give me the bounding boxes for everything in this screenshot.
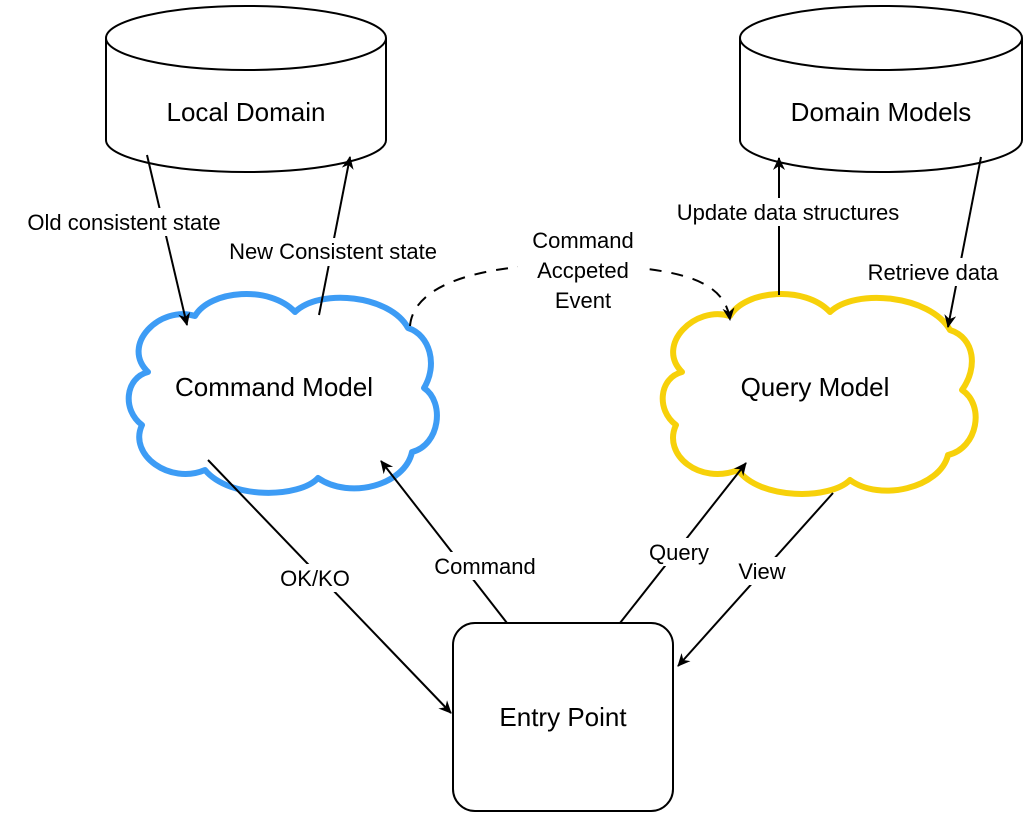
query-model-node[interactable]: Query Model [659,291,979,497]
local-domain-node[interactable]: Local Domain [105,5,387,173]
domain-models-node[interactable]: Domain Models [739,5,1023,173]
edge-new-consistent-state [318,156,354,316]
edge-retrieve-data [944,156,982,328]
command-model-cloud [125,291,440,496]
svg-text:Update data structures: Update data structures [677,200,900,225]
svg-text:Retrieve data: Retrieve data [868,260,1000,285]
domain-models-cylinder-top [739,5,1023,71]
svg-text:New Consistent state: New Consistent state [229,239,437,264]
label-old-consistent-state: Old consistent state [2,208,246,236]
label-view: View [728,557,796,585]
local-domain-label: Local Domain [167,97,326,127]
label-ok-ko: OK/KO [272,564,358,592]
command-model-node[interactable]: Command Model [125,291,440,496]
entry-point-box [452,622,674,812]
label-command: Command [420,552,550,580]
edge-old-consistent-state [146,154,191,326]
query-model-label: Query Model [741,372,890,402]
svg-text:Old consistent state: Old consistent state [27,210,220,235]
svg-text:Command: Command [532,228,633,253]
svg-text:OK/KO: OK/KO [280,566,350,591]
domain-models-label: Domain Models [791,97,972,127]
local-domain-cylinder-top [105,5,387,71]
label-command-accepted-event: Command Accpeted Event [518,226,648,314]
entry-point-node[interactable]: Entry Point [452,622,674,812]
command-model-label: Command Model [175,372,373,402]
local-domain-cylinder-body [105,38,387,173]
entry-point-label: Entry Point [499,702,627,732]
svg-text:View: View [738,559,785,584]
label-query: Query [638,538,720,566]
svg-text:Accpeted: Accpeted [537,258,629,283]
label-new-consistent-state: New Consistent state [200,238,466,266]
edge-command [380,460,508,624]
svg-text:Query: Query [649,540,709,565]
domain-models-cylinder-body [739,38,1023,173]
query-model-cloud [659,291,979,497]
svg-text:Event: Event [555,288,611,313]
svg-text:Command: Command [434,554,535,579]
label-update-data-structures: Update data structures [645,198,931,226]
label-retrieve-data: Retrieve data [849,258,1017,286]
